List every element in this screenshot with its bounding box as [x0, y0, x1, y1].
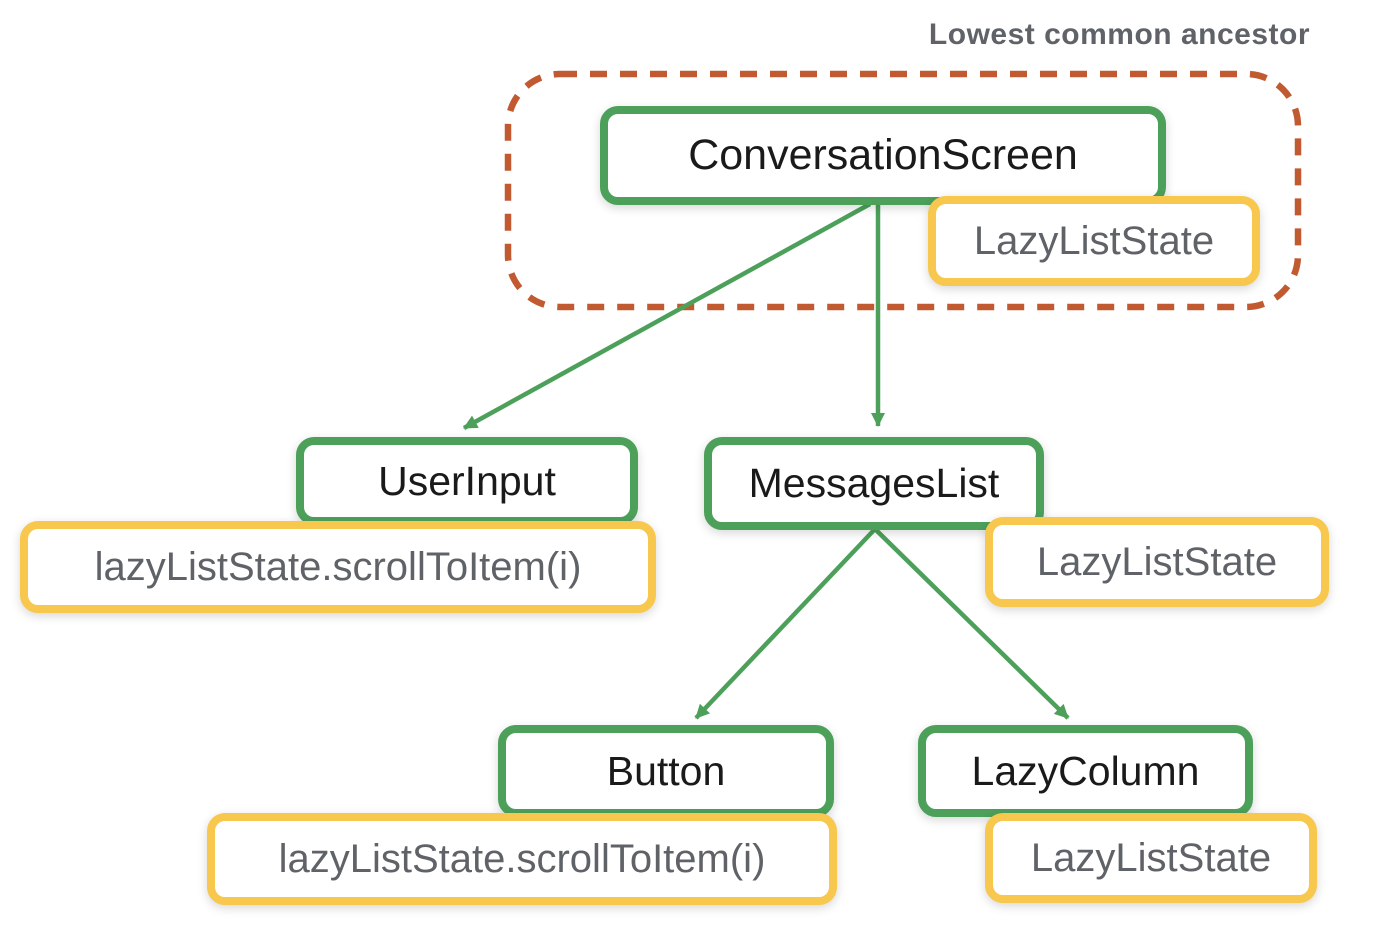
edge-conversationscreen-userinput	[462, 202, 872, 430]
state-lazy-column-lazyliststate-label: LazyListState	[1030, 835, 1272, 880]
node-user-input: UserInput	[296, 437, 638, 525]
state-conversation-screen-lazyliststate: LazyListState	[928, 196, 1260, 286]
node-messages-list-label: MessagesList	[748, 460, 1000, 506]
state-messages-list-lazyliststate-label: LazyListState	[1036, 539, 1278, 584]
state-button-scrolltoitem-label: lazyListState.scrollToItem(i)	[278, 836, 766, 881]
node-messages-list: MessagesList	[704, 437, 1044, 530]
state-button-scrolltoitem: lazyListState.scrollToItem(i)	[207, 813, 837, 905]
node-conversation-screen: ConversationScreen	[600, 106, 1166, 205]
state-user-input-scrolltoitem-label: lazyListState.scrollToItem(i)	[94, 544, 582, 589]
node-lazy-column-label: LazyColumn	[971, 747, 1200, 794]
state-user-input-scrolltoitem: lazyListState.scrollToItem(i)	[20, 521, 656, 613]
lowest-common-ancestor-label: Lowest common ancestor	[928, 18, 1310, 51]
lowest-common-ancestor-outline	[504, 70, 1302, 311]
edge-messageslist-lazycolumn	[873, 527, 1070, 720]
state-conversation-screen-lazyliststate-label: LazyListState	[973, 218, 1215, 263]
node-button: Button	[498, 725, 834, 817]
state-messages-list-lazyliststate: LazyListState	[985, 517, 1329, 607]
node-lazy-column: LazyColumn	[918, 725, 1253, 817]
node-button-label: Button	[606, 747, 726, 794]
node-user-input-label: UserInput	[378, 457, 556, 504]
edge-messageslist-button	[694, 527, 877, 720]
node-conversation-screen-label: ConversationScreen	[688, 131, 1078, 179]
state-lazy-column-lazyliststate: LazyListState	[985, 813, 1317, 903]
